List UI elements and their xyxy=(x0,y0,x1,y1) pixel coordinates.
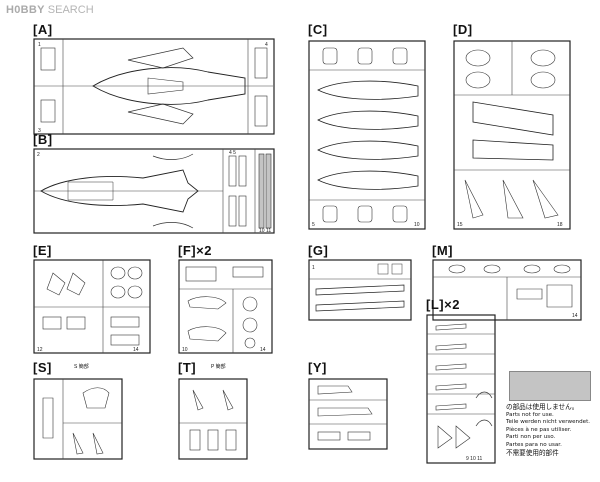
hobby-search-watermark: H0BBY SEARCH xyxy=(6,3,94,17)
svg-text:1: 1 xyxy=(312,265,315,271)
svg-text:1: 1 xyxy=(38,42,41,48)
svg-text:2: 2 xyxy=(37,152,40,158)
sprue-label-a: [A] xyxy=(33,22,53,37)
sprue-f-drawing: 10 14 xyxy=(178,259,273,354)
svg-text:10: 10 xyxy=(414,222,420,228)
sprue-y-drawing xyxy=(308,378,388,450)
sprue-f-diagram: 10 14 xyxy=(178,259,273,354)
sprue-a-diagram: 1 3 4 xyxy=(33,38,275,135)
sprue-s-drawing xyxy=(33,378,123,460)
sprue-d-diagram: 15 18 xyxy=(453,40,571,230)
sprue-label-f-multiplier: ×2 xyxy=(196,243,212,258)
unused-parts-swatch xyxy=(509,371,591,401)
sprue-e-drawing: 12 14 xyxy=(33,259,151,354)
svg-text:10 11: 10 11 xyxy=(259,228,271,234)
watermark-text: SEARCH xyxy=(47,4,94,16)
sprue-label-t: [T] xyxy=(178,360,197,375)
sprue-b-diagram: 2 4 5 10 11 xyxy=(33,148,275,234)
svg-text:9 10 11: 9 10 11 xyxy=(466,456,483,462)
sprue-g-drawing: 1 xyxy=(308,259,412,321)
sprue-c-diagram: 5 10 xyxy=(308,40,426,230)
legend-line-ja: の部品は使用しません。 xyxy=(506,403,579,411)
sprue-a-drawing: 1 3 4 xyxy=(33,38,275,135)
sprue-s-diagram xyxy=(33,378,123,460)
sprue-label-l: [L]×2 xyxy=(426,297,460,312)
sprue-label-e: [E] xyxy=(33,243,52,258)
sprue-label-g: [G] xyxy=(308,243,329,258)
sprue-label-y: [Y] xyxy=(308,360,327,375)
svg-text:15: 15 xyxy=(457,222,463,228)
sprue-e-diagram: 12 14 xyxy=(33,259,151,354)
svg-text:18: 18 xyxy=(557,222,563,228)
sprue-s-note: S 簡部 xyxy=(74,364,89,370)
sprue-t-note: P 簡部 xyxy=(211,364,226,370)
legend-line-en: Parts not for use. xyxy=(506,411,554,418)
sprue-label-b: [B] xyxy=(33,132,53,147)
sprue-b-drawing: 2 4 5 10 11 xyxy=(33,148,275,234)
sprue-m-drawing: 14 xyxy=(432,259,582,321)
svg-text:4: 4 xyxy=(265,42,268,48)
svg-text:12: 12 xyxy=(37,347,43,353)
sprue-l-diagram: 9 10 11 xyxy=(426,314,496,464)
sprue-y-diagram xyxy=(308,378,388,450)
sprue-label-l-multiplier: ×2 xyxy=(444,297,460,312)
legend-line-zh: 不需要使用的部件 xyxy=(506,448,559,457)
watermark-logo: H0BBY xyxy=(6,4,45,16)
svg-text:14: 14 xyxy=(572,313,578,319)
svg-text:10: 10 xyxy=(182,347,188,353)
sprue-t-diagram xyxy=(178,378,248,460)
sprue-d-drawing: 15 18 xyxy=(453,40,571,230)
unused-parts-legend: の部品は使用しません。 Parts not for use. Teile wer… xyxy=(506,403,598,457)
legend-line-it: Parti non per uso. xyxy=(506,434,556,441)
sprue-c-drawing: 5 10 xyxy=(308,40,426,230)
sprue-g-diagram: 1 xyxy=(308,259,412,321)
svg-text:14: 14 xyxy=(133,347,139,353)
sprue-label-f: [F]×2 xyxy=(178,243,212,258)
sprue-label-d: [D] xyxy=(453,22,473,37)
svg-text:3: 3 xyxy=(38,128,41,134)
sprue-label-c: [C] xyxy=(308,22,328,37)
legend-line-es: Partes para no usar. xyxy=(506,441,562,448)
sprue-label-s: [S] xyxy=(33,360,52,375)
sprue-label-f-letter: [F] xyxy=(178,243,197,258)
svg-text:14: 14 xyxy=(260,347,266,353)
legend-line-de: Teile werden nicht verwendet. xyxy=(506,419,591,426)
svg-text:4 5: 4 5 xyxy=(229,150,236,156)
legend-line-fr: Pièces à ne pas utiliser. xyxy=(506,426,572,433)
sprue-label-l-letter: [L] xyxy=(426,297,445,312)
sprue-label-m: [M] xyxy=(432,243,453,258)
svg-text:5: 5 xyxy=(312,222,315,228)
sprue-l-drawing: 9 10 11 xyxy=(426,314,496,464)
sprue-t-drawing xyxy=(178,378,248,460)
sprue-m-diagram: 14 xyxy=(432,259,582,321)
